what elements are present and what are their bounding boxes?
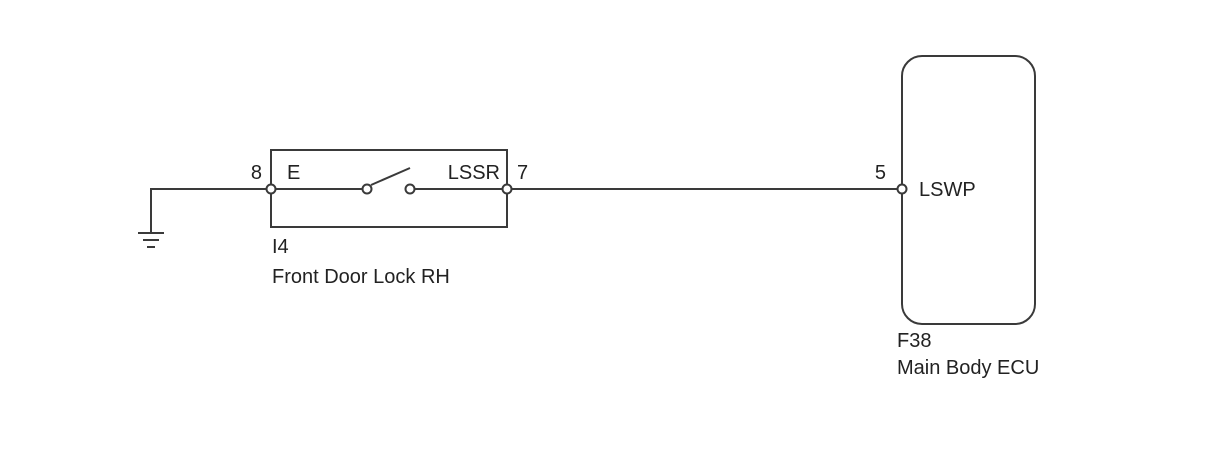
switch-component-code: I4	[272, 236, 289, 258]
switch-component-name: Front Door Lock RH	[272, 266, 450, 288]
pin-8-number: 8	[251, 162, 262, 184]
ecu-component-name: Main Body ECU	[897, 357, 1039, 379]
pin-8-terminal	[265, 183, 277, 195]
switch-contact-left	[361, 183, 373, 195]
ground-icon	[138, 188, 271, 248]
pin-5-terminal	[896, 183, 908, 195]
pin-lssr-label: LSSR	[448, 162, 500, 184]
ecu-component-code: F38	[897, 330, 931, 352]
pin-5-number: 5	[875, 162, 886, 184]
pin-lswp-label: LSWP	[919, 179, 976, 201]
pin-7-number: 7	[517, 162, 528, 184]
door-lock-switch	[271, 167, 507, 190]
pin-e-label: E	[287, 162, 300, 184]
pin-7-terminal	[501, 183, 513, 195]
switch-contact-right	[404, 183, 416, 195]
